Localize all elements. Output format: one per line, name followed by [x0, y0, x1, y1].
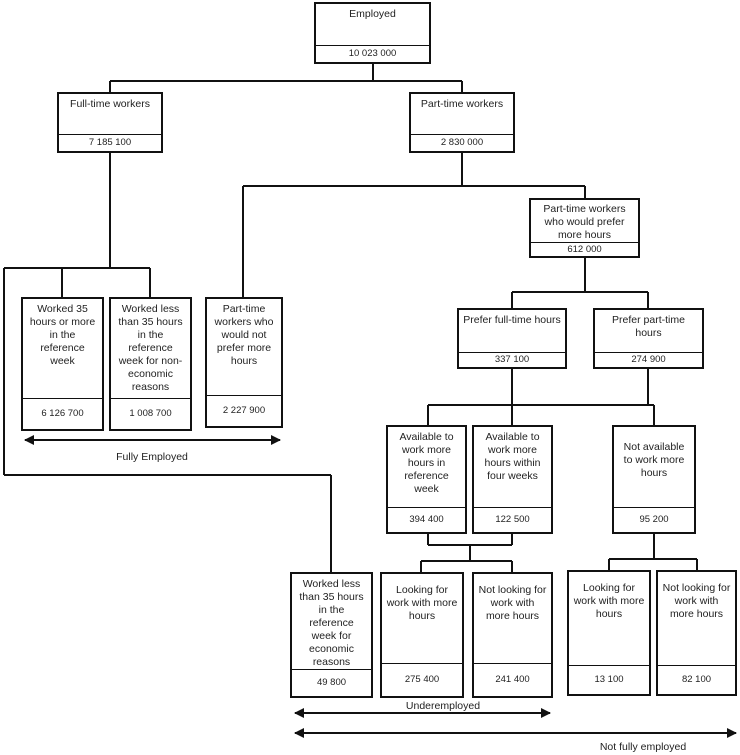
worked-less-economic-label: Worked less than 35 hours in the referen… [299, 578, 364, 668]
worked-less-noneconomic-value: 1 008 700 [111, 398, 190, 429]
worked-less-economic-box: Worked less than 35 hours in the referen… [290, 572, 373, 698]
full-time-value: 7 185 100 [59, 134, 161, 151]
not-looking-for-work-label-b: Not looking for work with more hours [662, 582, 731, 620]
not-available-label: Not available to work more hours [623, 441, 685, 479]
prefer-part-time-box: Prefer part-time hours 274 900 [593, 308, 704, 369]
available-reference-week-value: 394 400 [388, 507, 465, 532]
pt-prefer-more-value: 612 000 [531, 242, 638, 256]
part-time-value: 2 830 000 [411, 134, 513, 151]
worked-less-noneconomic-box: Worked less than 35 hours in the referen… [109, 297, 192, 431]
worked-35-plus-label: Worked 35 hours or more in the reference… [29, 303, 96, 367]
pt-not-prefer-more-value: 2 227 900 [207, 395, 281, 426]
pt-prefer-more-box: Part-time workers who would prefer more … [529, 198, 640, 258]
not-looking-for-work-label-a: Not looking for work with more hours [478, 584, 547, 622]
available-four-weeks-value: 122 500 [474, 507, 551, 532]
full-time-box: Full-time workers 7 185 100 [57, 92, 163, 153]
employed-value: 10 023 000 [316, 45, 429, 62]
looking-for-work-label-b: Looking for work with more hours [573, 582, 645, 620]
prefer-full-time-value: 337 100 [459, 352, 565, 367]
available-reference-week-label: Available to work more hours in referenc… [399, 431, 454, 495]
looking-for-work-value-a: 275 400 [382, 663, 462, 696]
worked-35-plus-box: Worked 35 hours or more in the reference… [21, 297, 104, 431]
not-fully-employed-caption: Not fully employed [599, 741, 687, 753]
looking-for-work-box-a: Looking for work with more hours 275 400 [380, 572, 464, 698]
available-four-weeks-box: Available to work more hours within four… [472, 425, 553, 534]
looking-for-work-value-b: 13 100 [569, 665, 649, 694]
fully-employed-caption: Fully Employed [116, 451, 188, 463]
not-available-value: 95 200 [614, 507, 694, 532]
prefer-full-time-box: Prefer full-time hours 337 100 [457, 308, 567, 369]
worked-less-economic-value: 49 800 [292, 669, 371, 696]
pt-prefer-more-label: Part-time workers who would prefer more … [543, 203, 626, 241]
not-available-box: Not available to work more hours 95 200 [612, 425, 696, 534]
full-time-label: Full-time workers [70, 98, 150, 110]
not-looking-for-work-value-b: 82 100 [658, 665, 735, 694]
prefer-part-time-label: Prefer part-time hours [612, 314, 685, 339]
not-looking-for-work-box-b: Not looking for work with more hours 82 … [656, 570, 737, 696]
prefer-part-time-value: 274 900 [595, 352, 702, 367]
pt-not-prefer-more-label: Part-time workers who would not prefer m… [214, 303, 274, 367]
worked-less-noneconomic-label: Worked less than 35 hours in the referen… [118, 303, 183, 393]
not-looking-for-work-box-a: Not looking for work with more hours 241… [472, 572, 553, 698]
pt-not-prefer-more-box: Part-time workers who would not prefer m… [205, 297, 283, 428]
worked-35-plus-value: 6 126 700 [23, 398, 102, 429]
part-time-label: Part-time workers [420, 98, 504, 110]
looking-for-work-label-a: Looking for work with more hours [386, 584, 458, 622]
available-four-weeks-label: Available to work more hours within four… [484, 431, 541, 482]
looking-for-work-box-b: Looking for work with more hours 13 100 [567, 570, 651, 696]
available-reference-week-box: Available to work more hours in referenc… [386, 425, 467, 534]
underemployed-caption: Underemployed [405, 700, 481, 712]
employed-box: Employed 10 023 000 [314, 2, 431, 64]
prefer-full-time-label: Prefer full-time hours [463, 314, 561, 326]
part-time-box: Part-time workers 2 830 000 [409, 92, 515, 153]
not-looking-for-work-value-a: 241 400 [474, 663, 551, 696]
employed-label: Employed [349, 8, 396, 20]
